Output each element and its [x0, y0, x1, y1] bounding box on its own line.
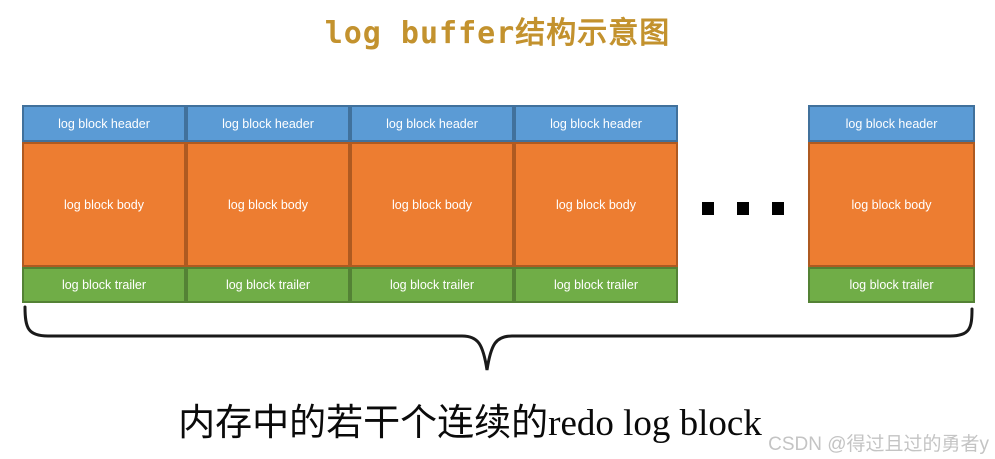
log-block-body: log block body	[186, 142, 350, 267]
log-block-trailer: log block trailer	[350, 267, 514, 303]
log-block-4: log block header log block body log bloc…	[514, 105, 678, 303]
ellipsis-square-icon	[772, 201, 784, 215]
diagram-title: log buffer结构示意图	[324, 16, 671, 51]
log-blocks-row: log block header log block body log bloc…	[22, 105, 975, 303]
log-block-header: log block header	[186, 105, 350, 142]
log-block-3: log block header log block body log bloc…	[350, 105, 514, 303]
diagram-caption: 内存中的若干个连续的redo log block	[178, 403, 762, 444]
log-block-trailer: log block trailer	[186, 267, 350, 303]
log-block-1: log block header log block body log bloc…	[22, 105, 186, 303]
log-block-trailer: log block trailer	[808, 267, 975, 303]
ellipsis-icon	[678, 113, 808, 303]
ellipsis-square-icon	[737, 201, 749, 215]
log-block-5: log block header log block body log bloc…	[808, 105, 975, 303]
log-block-body: log block body	[808, 142, 975, 267]
log-block-header: log block header	[350, 105, 514, 142]
log-block-body: log block body	[514, 142, 678, 267]
log-block-body: log block body	[22, 142, 186, 267]
log-block-header: log block header	[22, 105, 186, 142]
watermark: CSDN @得过且过的勇者y	[768, 434, 989, 455]
log-block-2: log block header log block body log bloc…	[186, 105, 350, 303]
log-block-trailer: log block trailer	[22, 267, 186, 303]
log-block-trailer: log block trailer	[514, 267, 678, 303]
log-block-header: log block header	[514, 105, 678, 142]
log-block-header: log block header	[808, 105, 975, 142]
log-block-body: log block body	[350, 142, 514, 267]
ellipsis-square-icon	[702, 201, 714, 215]
